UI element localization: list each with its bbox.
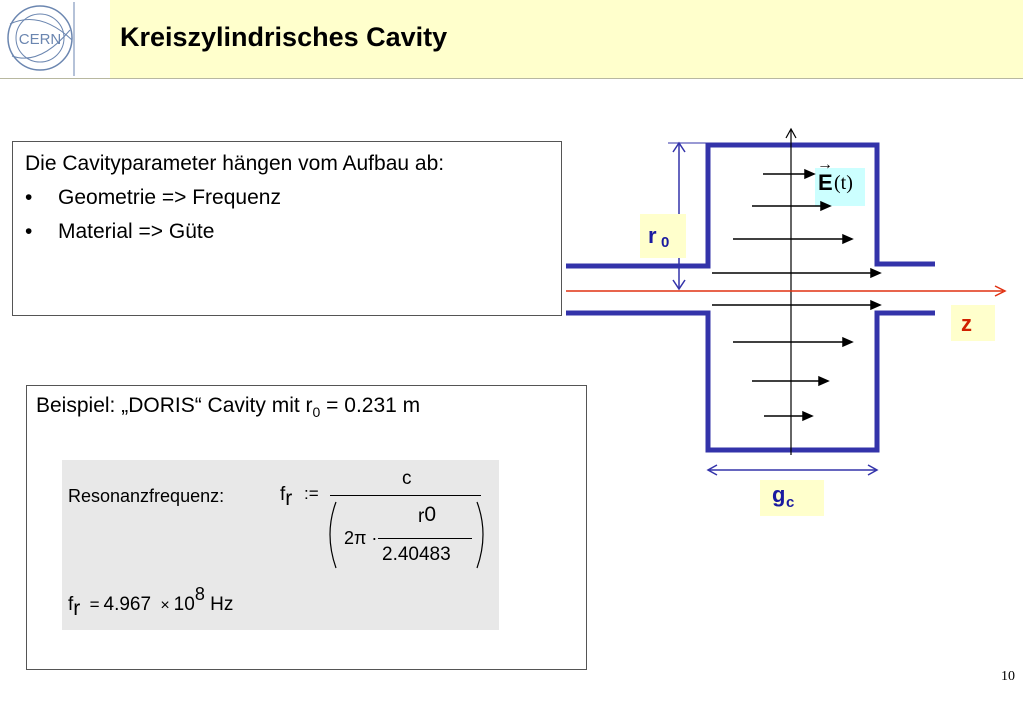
result-exponent: 8 [194, 584, 205, 604]
lhs: fr [280, 482, 292, 510]
result: fr =4.967 ×108 Hz [68, 584, 234, 620]
bullet-item: • Material => Güte [25, 220, 214, 244]
field-arrow-head [870, 299, 882, 311]
gc-arrowhead-right [867, 464, 879, 476]
gc-arrowhead-left [706, 464, 718, 476]
result-mantissa: 4.967 [103, 594, 152, 615]
field-arrow-head [842, 336, 854, 348]
inner-fraction-bar [378, 538, 472, 539]
logo-text: CERN [19, 31, 62, 48]
fraction-bar [330, 495, 481, 496]
r0-label-base: r [648, 223, 657, 248]
r-sub: 0 [424, 503, 437, 526]
r0-label-sub: 0 [661, 234, 670, 251]
gc-label-sub: c [786, 494, 795, 511]
cern-logo-icon: CERN [7, 2, 75, 76]
example-heading: Beispiel: „DORIS“ Cavity mit r0 = 0.231 … [36, 394, 420, 420]
example-prefix: Beispiel: „DORIS“ Cavity mit r [36, 394, 313, 417]
bullet-text: Material => Güte [58, 220, 215, 243]
header-bar: CERN Kreiszylindrisches Cavity [0, 0, 1023, 79]
lhs-sub: r [285, 487, 293, 510]
r0: r0 [418, 503, 437, 528]
field-arrows [712, 168, 882, 422]
z-label: z [951, 305, 995, 341]
field-arrow-head [818, 375, 830, 387]
calculation-region: Resonanzfrequenz: fr := c 2π · r0 2.4048… [62, 460, 499, 630]
r-base: r [418, 506, 425, 527]
result-sub: r [73, 597, 81, 620]
field-label: E → (t) [815, 156, 865, 206]
example-suffix: = 0.231 m [320, 394, 421, 417]
field-argument: (t) [834, 172, 853, 194]
page-number: 10 [1001, 669, 1015, 684]
result-unit: Hz [210, 594, 234, 615]
field-arrow-head [842, 233, 854, 245]
z-label-text: z [961, 311, 972, 336]
z-axis-arrowhead [994, 285, 1007, 297]
result-base: f [68, 594, 74, 615]
cern-logo: CERN [0, 0, 110, 78]
page-title: Kreiszylindrisches Cavity [120, 22, 448, 52]
numerator: c [402, 468, 412, 489]
r0-arrowhead-top [672, 141, 686, 153]
bullet-marker: • [25, 220, 33, 243]
bessel-zero: 2.40483 [382, 544, 451, 565]
result-base10: 10 [173, 594, 195, 615]
field-vector-arrow: → [817, 156, 833, 173]
two-pi: 2π · [344, 528, 378, 548]
gc-label-base: g [772, 482, 786, 507]
field-arrow-head [820, 200, 832, 212]
field-arrow-head [870, 267, 882, 279]
times-symbol: × [160, 597, 170, 614]
calc-label: Resonanzfrequenz: [68, 486, 225, 506]
example-box: Beispiel: „DORIS“ Cavity mit r0 = 0.231 … [26, 385, 587, 670]
field-arrow-head [802, 410, 814, 422]
r0-arrowhead-bottom [672, 279, 686, 291]
result-eq: = [89, 595, 100, 614]
parameters-intro: Die Cavityparameter hängen vom Aufbau ab… [25, 152, 445, 175]
cavity-lower-wall [566, 310, 935, 453]
bullet-item: • Geometrie => Frequenz [25, 186, 281, 210]
field-arrow-head [804, 168, 816, 180]
field-symbol: E [818, 170, 833, 195]
example-sub: 0 [312, 404, 321, 421]
cavity-upper-wall [566, 142, 935, 269]
lhs-base: f [280, 484, 286, 505]
parentheses [329, 501, 484, 569]
bullet-text: Geometrie => Frequenz [58, 186, 281, 209]
assign-symbol: := [304, 484, 319, 503]
bullet-marker: • [25, 186, 33, 209]
vertical-axis-arrowhead [785, 127, 797, 139]
parameters-box: Die Cavityparameter hängen vom Aufbau ab… [12, 141, 562, 316]
